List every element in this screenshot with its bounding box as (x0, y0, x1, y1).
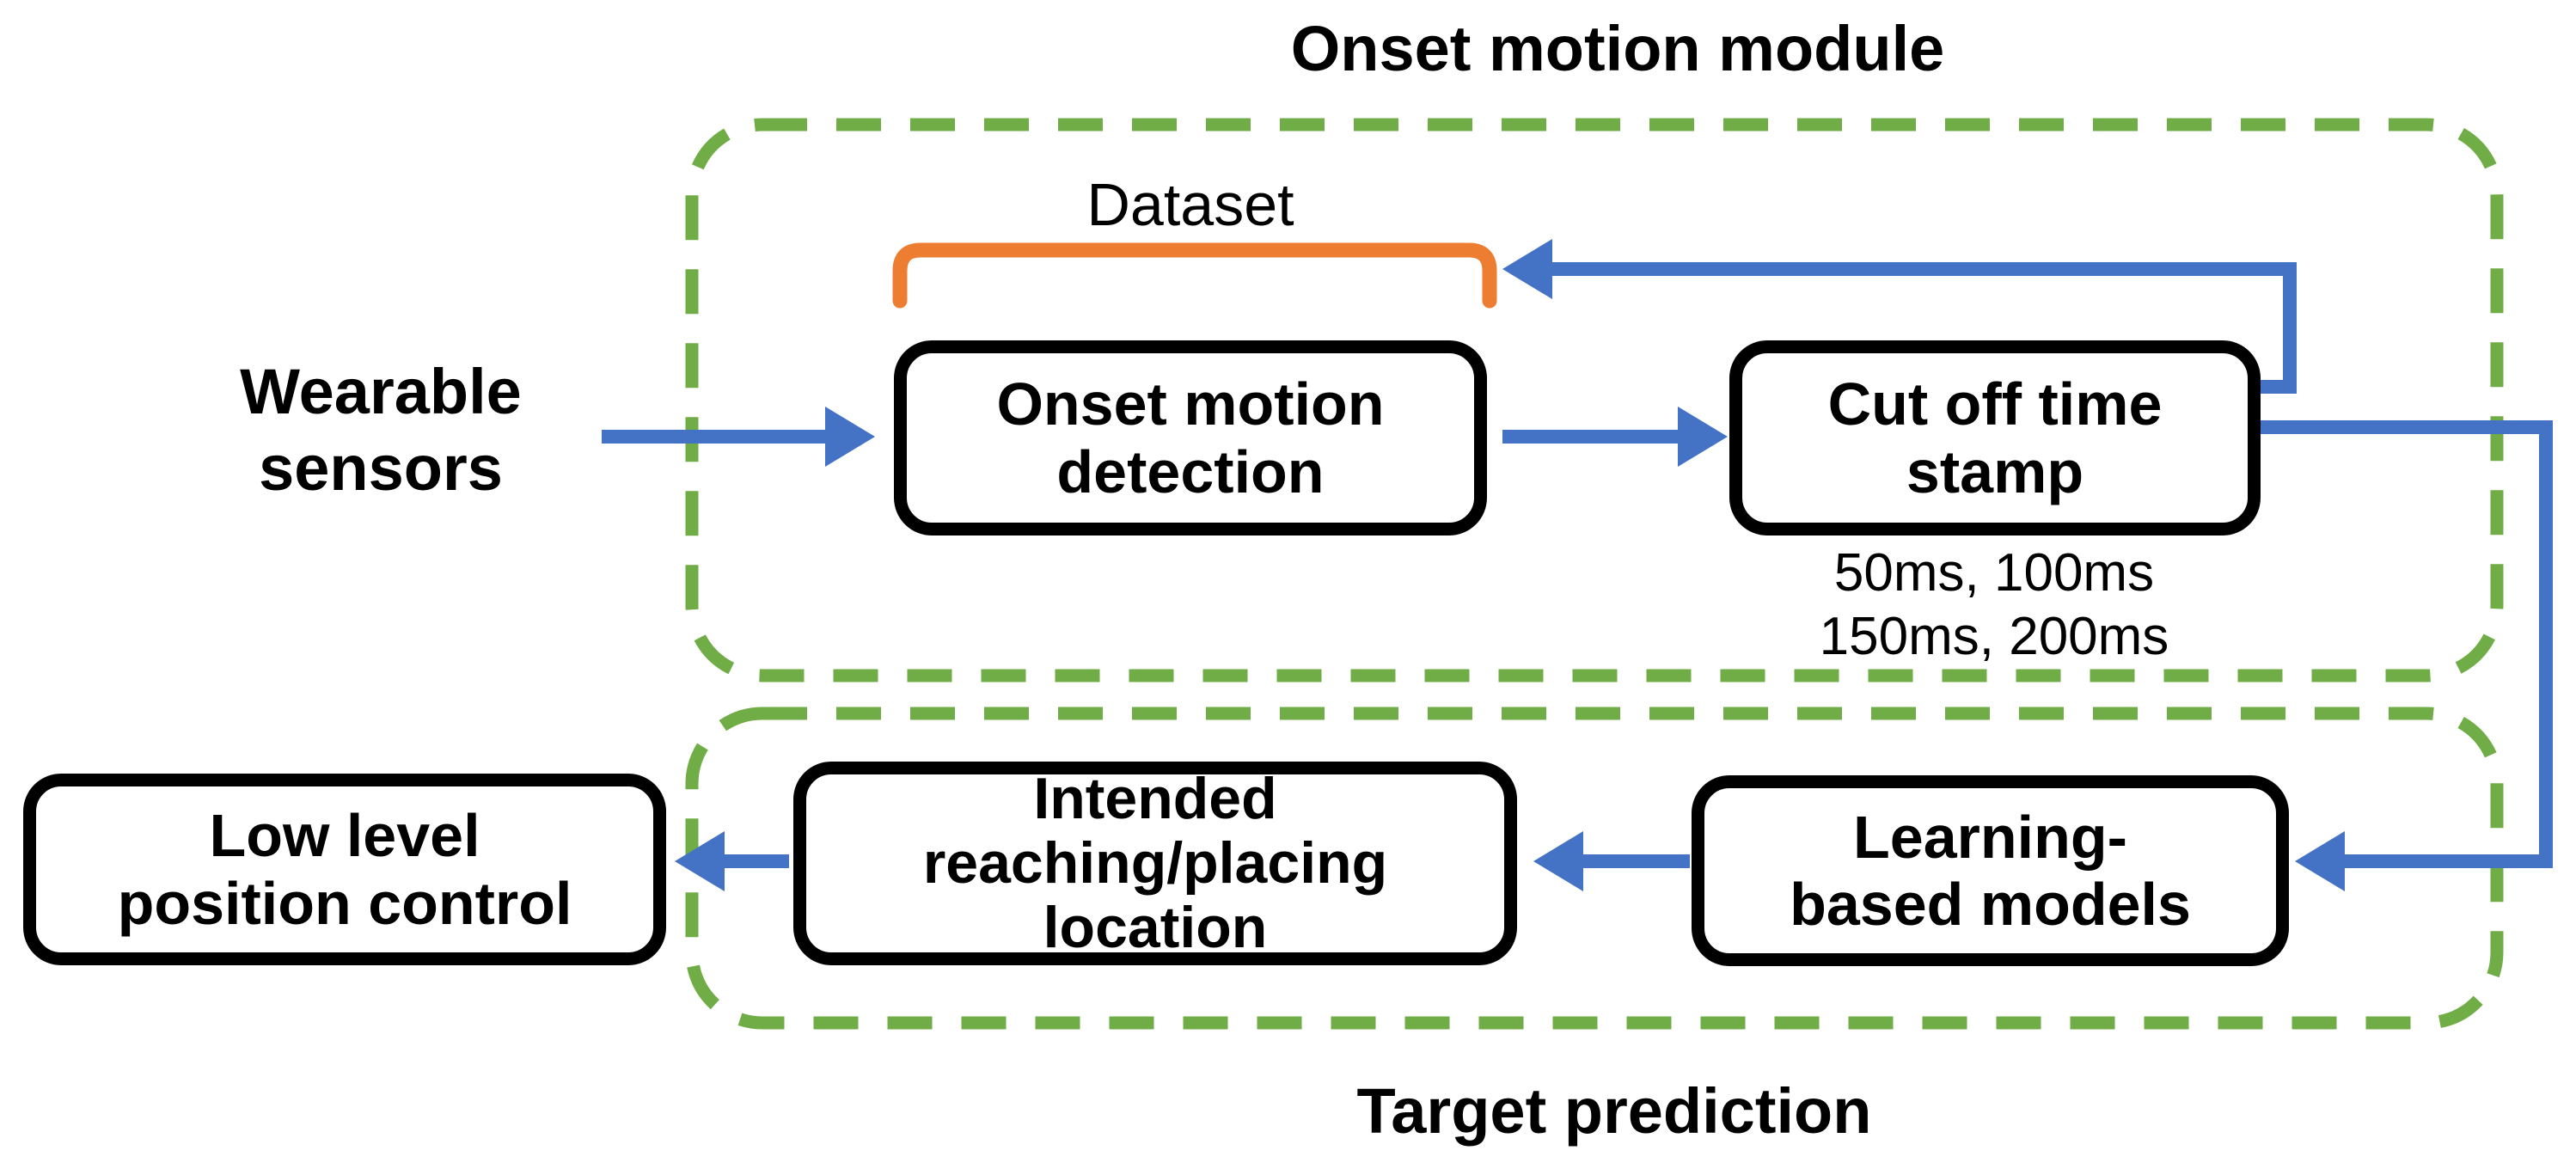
intended-line3: location (1043, 894, 1268, 960)
dataset-label: Dataset (1086, 171, 1294, 238)
arrowhead-left-icon (2295, 831, 2345, 891)
learning-line2: based models (1790, 871, 2191, 938)
cutoff-line2: stamp (1906, 438, 2084, 505)
cutoff-timing-values: 50ms, 100ms 150ms, 200ms (1693, 542, 2295, 670)
arrowhead-left-icon (1533, 831, 1583, 891)
intended-line2: reaching/placing (922, 830, 1388, 897)
wearable-sensors-line1: Wearable (240, 356, 522, 427)
timing-line1: 50ms, 100ms (1833, 543, 2155, 603)
arrowhead-left-icon (1502, 239, 1552, 299)
onset-detection-line1: Onset motion (996, 370, 1385, 438)
arrowhead-right-icon (1678, 407, 1728, 467)
onset-module-frame (685, 118, 2504, 682)
learning-based-models-node: Learning- based models (1692, 775, 2289, 966)
wearable-sensors-line2: sensors (259, 431, 503, 504)
arrowhead-left-icon (675, 831, 725, 891)
intended-line1: Intended (1033, 766, 1277, 832)
arrow-intended-to-lowlevel (675, 831, 789, 891)
intended-location-node: Intended reaching/placing location (793, 762, 1517, 965)
arrow-wearable-to-onset (602, 407, 875, 467)
dataset-bracket (892, 242, 1497, 309)
cutoff-line1: Cut off time (1827, 370, 2163, 438)
target-module-title: Target prediction (1356, 1075, 1872, 1147)
onset-motion-detection-node: Onset motion detection (894, 340, 1487, 535)
arrow-cutoff-to-learning (2259, 420, 2553, 891)
wearable-sensors-label: Wearable sensors (82, 354, 680, 507)
low-level-line1: Low level (209, 802, 480, 870)
low-level-position-control-node: Low level position control (23, 774, 666, 965)
arrow-cutoff-to-dataset (1502, 239, 2297, 394)
low-level-line2: position control (117, 869, 572, 937)
cutoff-timestamp-node: Cut off time stamp (1729, 340, 2261, 535)
onset-detection-line2: detection (1056, 438, 1325, 505)
arrow-learning-to-intended (1533, 831, 1690, 891)
arrow-onset-to-cutoff (1502, 407, 1728, 467)
onset-module-title: Onset motion module (1290, 13, 1945, 84)
learning-line1: Learning- (1853, 803, 2127, 871)
timing-line2: 150ms, 200ms (1819, 607, 2169, 667)
arrowhead-right-icon (825, 407, 875, 467)
